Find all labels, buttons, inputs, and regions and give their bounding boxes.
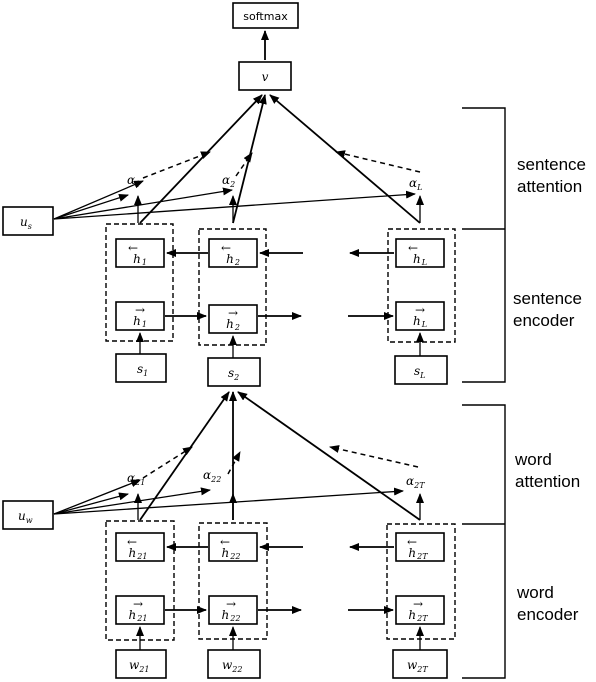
us-to-alphaL-arrow — [53, 190, 416, 220]
sentence-back-state-1-label: h1 — [133, 252, 147, 267]
sentence-back-state-1: ← h1 — [115, 238, 165, 268]
word-encoder-label-line2: encoder — [517, 605, 579, 624]
word-fwd-state-22: → h22 — [208, 595, 258, 625]
word-bracket — [462, 404, 506, 679]
word-fwd-state-21: → h21 — [115, 595, 165, 625]
word-fwd-state-2T: → h2T — [395, 595, 445, 625]
fwd-arrow-glyph: → — [226, 597, 236, 611]
sentence-input-2-label: s2 — [228, 366, 239, 382]
uw-to-alpha21-arrow — [53, 492, 129, 515]
alpha-22-label: α22 — [203, 468, 221, 484]
sentence-fwd-state-1-label: h1 — [133, 314, 147, 329]
fwd-arrow-glyph: → — [228, 306, 238, 320]
alpha2-dashed-arrow — [235, 152, 253, 177]
h1-to-v-arrow — [139, 94, 263, 224]
softmax-label: softmax — [243, 10, 288, 23]
word-attention-label-line2: attention — [515, 472, 580, 491]
word-attention-label-line1: word — [514, 450, 552, 469]
sentence-back-state-L: ← hL — [395, 238, 445, 268]
word-input-2T-label: w2T — [407, 658, 428, 674]
sentence-bracket — [462, 107, 506, 383]
fwd-arrow-glyph: → — [415, 303, 425, 317]
sentence-back-state-2-label: h2 — [226, 252, 240, 267]
sentence-column-L — [387, 228, 456, 343]
word-back-state-22-label: h22 — [222, 546, 241, 561]
sentence-context-vector-label: us — [20, 215, 32, 231]
alpha21-dashed-arrow — [142, 446, 193, 479]
back-arrow-glyph: ← — [408, 241, 418, 255]
sentence-input-L-label: sL — [414, 364, 425, 380]
sentence-attention-label-line2: attention — [517, 177, 582, 196]
word-input-22: w22 — [207, 649, 261, 679]
fwd-arrow-glyph: → — [413, 597, 423, 611]
hL-to-v-arrow — [269, 94, 421, 224]
sentence-fwd-state-L-label: hL — [413, 314, 427, 329]
fwd-arrow-glyph: → — [135, 303, 145, 317]
sentence-input-L: sL — [394, 355, 448, 385]
word-back-state-21-label: h21 — [129, 546, 148, 561]
sentence-fwd-state-2: → h2 — [208, 304, 258, 334]
sentence-back-state-2: ← h2 — [208, 238, 258, 268]
softmax-node: softmax — [232, 2, 299, 29]
h2T-to-s2-arrow — [237, 391, 421, 521]
alpha-L-label: αL — [409, 176, 422, 192]
uw-to-alpha21b-arrow — [53, 479, 141, 515]
word-input-2T: w2T — [392, 649, 448, 679]
back-arrow-glyph: ← — [220, 535, 230, 549]
sentence-fwd-state-2-label: h2 — [226, 317, 240, 332]
uw-to-alpha2T-arrow — [53, 487, 404, 515]
word-encoder-label-line1: word — [516, 583, 554, 602]
word-context-vector-node: uw — [2, 500, 54, 530]
h21-to-s2-arrow — [139, 391, 230, 521]
word-back-state-2T-label: h2T — [408, 546, 428, 561]
us-to-alpha1-arrow — [53, 193, 129, 220]
us-to-alpha2-arrow — [53, 187, 233, 220]
word-back-state-22: ← h22 — [208, 532, 258, 562]
word-fwd-state-2T-label: h2T — [408, 608, 428, 623]
us-to-alpha1b-arrow — [53, 180, 144, 220]
word-input-21: w21 — [115, 649, 167, 679]
alpha1-dashed-arrow — [142, 151, 211, 179]
sentence-input-2: s2 — [207, 357, 261, 387]
alpha-2T-label: α2T — [406, 474, 425, 490]
sentence-encoder-label-line1: sentence — [513, 289, 582, 308]
word-fwd-state-22-label: h22 — [222, 608, 241, 623]
alpha-2-label: α2 — [222, 173, 235, 189]
word-column-2T — [386, 523, 456, 640]
back-arrow-glyph: ← — [128, 241, 138, 255]
word-fwd-state-21-label: h21 — [129, 608, 148, 623]
uw-to-alpha22-arrow — [53, 487, 211, 515]
alpha22-dashed-arrow — [227, 451, 241, 475]
sentence-attention-label-line1: sentence — [517, 155, 586, 174]
word-context-vector-label: uw — [18, 509, 33, 525]
word-input-22-label: w22 — [222, 658, 242, 674]
sentence-back-state-L-label: hL — [413, 252, 427, 267]
sentence-context-vector-node: us — [2, 206, 54, 236]
document-vector-label: v — [262, 70, 269, 84]
h2-to-v-arrow — [232, 94, 267, 224]
back-arrow-glyph: ← — [407, 535, 417, 549]
fwd-arrow-glyph: → — [133, 597, 143, 611]
alpha2T-dashed-arrow — [329, 445, 419, 468]
sentence-input-1-label: s1 — [137, 362, 148, 378]
word-back-state-21: ← h21 — [115, 532, 165, 562]
sentence-input-1: s1 — [115, 353, 167, 383]
sentence-fwd-state-L: → hL — [395, 301, 445, 331]
sentence-fwd-state-1: → h1 — [115, 301, 165, 331]
back-arrow-glyph: ← — [221, 241, 231, 255]
word-input-21-label: w21 — [129, 658, 149, 674]
back-arrow-glyph: ← — [127, 535, 137, 549]
sentence-encoder-label-line2: encoder — [513, 311, 575, 330]
word-back-state-2T: ← h2T — [395, 532, 445, 562]
document-vector-node: v — [238, 61, 292, 91]
